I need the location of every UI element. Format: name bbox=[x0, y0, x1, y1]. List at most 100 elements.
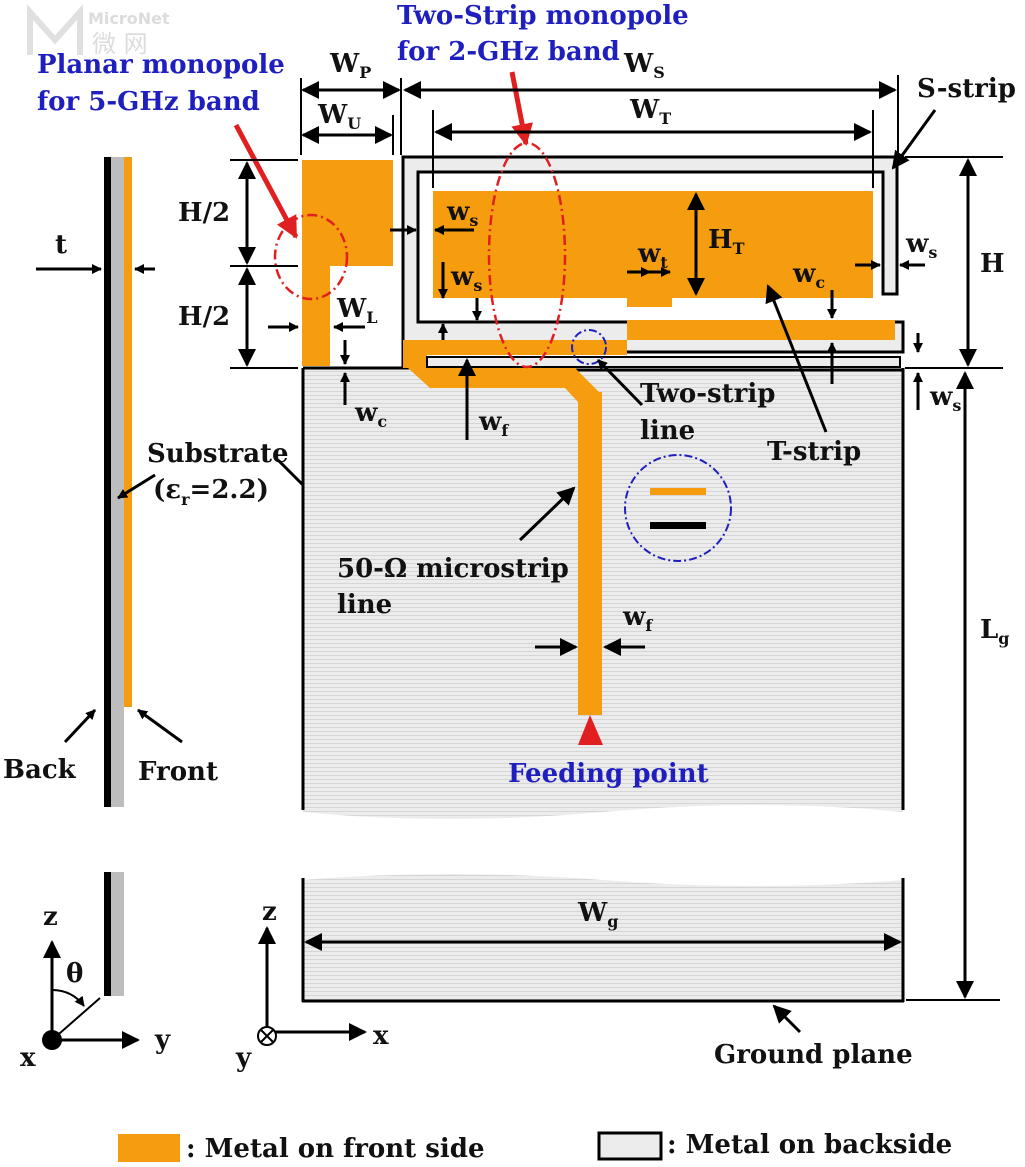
feeding-point-arrow-icon bbox=[578, 715, 603, 745]
substrate-eps-label: (εr=2.2) bbox=[153, 475, 269, 509]
wl-sub: L bbox=[366, 308, 377, 327]
ws-right-sub: s bbox=[928, 243, 937, 262]
t-strip bbox=[433, 191, 895, 340]
two-strip-line-zoom bbox=[624, 454, 732, 562]
side-axis-theta: θ bbox=[66, 959, 83, 989]
dim-wu-label: WU bbox=[317, 100, 361, 133]
ground-plane-lower bbox=[303, 874, 903, 1000]
wt-sub: T bbox=[659, 109, 671, 128]
eps-sub: r bbox=[181, 490, 190, 509]
wp-sub: P bbox=[359, 63, 371, 82]
dim-ht-label: HT bbox=[708, 225, 745, 258]
wt-main: W bbox=[629, 95, 660, 125]
t-strip-label: T-strip bbox=[767, 437, 861, 467]
dim-ws-label: WS bbox=[623, 49, 665, 82]
ws-slot-sub: s bbox=[469, 211, 478, 230]
planar-monopole-subtitle: for 5-GHz band bbox=[37, 87, 260, 117]
side-front-metal bbox=[124, 157, 132, 707]
eps-close: =2.2) bbox=[190, 475, 269, 505]
dim-ws-bottom-label: ws bbox=[929, 382, 961, 415]
eps-open: (ε bbox=[153, 475, 181, 505]
front-view: Feeding point Planar monopole for 5-GHz … bbox=[37, 1, 1016, 1073]
wc-left-main: w bbox=[354, 398, 378, 428]
wu-main: W bbox=[317, 100, 348, 130]
front-axis-y: y bbox=[235, 1043, 252, 1073]
legend: : Metal on front side : Metal on backsid… bbox=[118, 1130, 952, 1164]
dim-ws-right-label: ws bbox=[905, 229, 937, 262]
ws-bottom-sub: s bbox=[952, 396, 961, 415]
legend-front-swatch bbox=[118, 1134, 180, 1162]
side-axis-z: z bbox=[43, 902, 58, 932]
front-axis-x: x bbox=[373, 1021, 389, 1051]
ws-main: W bbox=[623, 49, 654, 79]
wu-sub: U bbox=[347, 114, 361, 133]
lg-sub: g bbox=[998, 629, 1009, 648]
wf-left-main: w bbox=[478, 407, 502, 437]
dim-wc-right-label: wc bbox=[792, 259, 825, 292]
side-back-metal-lower bbox=[104, 872, 111, 996]
dim-wp-label: WP bbox=[329, 49, 371, 82]
dim-ws-vertical-label: ws bbox=[450, 262, 482, 295]
dim-t-label: t bbox=[55, 230, 67, 260]
two-strip-line-label-1: Two-strip bbox=[640, 379, 775, 409]
dim-wg-label: Wg bbox=[577, 898, 618, 931]
ground-plane-label: Ground plane bbox=[714, 1040, 913, 1070]
dim-h-half-bottom-label: H/2 bbox=[178, 302, 230, 332]
dim-h-label: H bbox=[980, 249, 1005, 279]
feeding-point-label: Feeding point bbox=[508, 759, 709, 789]
wf-left-sub: f bbox=[501, 421, 509, 440]
back-label: Back bbox=[3, 755, 77, 785]
dim-ws-slot-label: ws bbox=[446, 197, 478, 230]
two-strip-line-label-2: line bbox=[640, 416, 695, 446]
microstrip-line bbox=[579, 392, 602, 715]
dim-wc-left-label: wc bbox=[354, 398, 387, 431]
wf-bottom-main: w bbox=[622, 602, 646, 632]
ws-slot-main: w bbox=[446, 197, 470, 227]
ws-sub: S bbox=[653, 63, 665, 82]
wc-right-sub: c bbox=[815, 273, 825, 292]
dim-wf-bottom-label: wf bbox=[622, 602, 653, 635]
ht-main: H bbox=[708, 225, 733, 255]
two-strip-gap bbox=[426, 356, 901, 368]
wc-right-main: w bbox=[792, 259, 816, 289]
dim-h-half-top-label: H/2 bbox=[178, 198, 230, 228]
ground-plane-upper bbox=[303, 368, 903, 819]
ws-bottom-main: w bbox=[929, 382, 953, 412]
front-label: Front bbox=[138, 757, 218, 787]
wc-left-sub: c bbox=[377, 412, 387, 431]
side-view: t Back Front Substrate (εr=2.2) z y x θ bbox=[3, 157, 330, 1073]
two-strip-monopole-subtitle: for 2-GHz band bbox=[397, 37, 620, 67]
dim-lg-label: Lg bbox=[980, 615, 1009, 648]
side-axis-x: x bbox=[20, 1043, 36, 1073]
side-substrate-lower bbox=[111, 872, 124, 996]
dim-wt-small-label: wt bbox=[637, 239, 668, 272]
wp-main: W bbox=[329, 49, 360, 79]
side-axis-y: y bbox=[154, 1025, 171, 1055]
ws-vert-sub: s bbox=[473, 276, 482, 295]
ws-right-main: w bbox=[905, 229, 929, 259]
wg-sub: g bbox=[607, 912, 618, 931]
zoom-front-strip bbox=[650, 488, 706, 495]
two-strip-monopole-title: Two-Strip monopole bbox=[397, 1, 689, 31]
wl-main: W bbox=[336, 294, 367, 324]
watermark-chinese: 微 网 bbox=[92, 30, 148, 58]
wt-small-main: w bbox=[637, 239, 661, 269]
s-strip-label: S-strip bbox=[917, 74, 1016, 104]
dim-wl-label: WL bbox=[336, 294, 377, 327]
ws-vert-main: w bbox=[450, 262, 474, 292]
zoom-back-strip bbox=[650, 522, 706, 529]
legend-back-label: : Metal on backside bbox=[667, 1130, 952, 1160]
wt-small-sub: t bbox=[660, 253, 668, 272]
wg-main: W bbox=[577, 898, 608, 928]
side-substrate-upper bbox=[111, 157, 124, 807]
wf-bottom-sub: f bbox=[645, 616, 653, 635]
front-axis-z: z bbox=[262, 897, 277, 927]
ht-sub: T bbox=[733, 239, 745, 258]
planar-monopole-highlight bbox=[273, 213, 349, 301]
micronet-logo-icon bbox=[27, 4, 83, 55]
legend-front-label: : Metal on front side bbox=[186, 1134, 484, 1164]
planar-red-arrow-icon bbox=[233, 123, 299, 239]
legend-back-swatch bbox=[597, 1131, 663, 1161]
watermark: MicroNet 微 网 bbox=[27, 4, 170, 58]
